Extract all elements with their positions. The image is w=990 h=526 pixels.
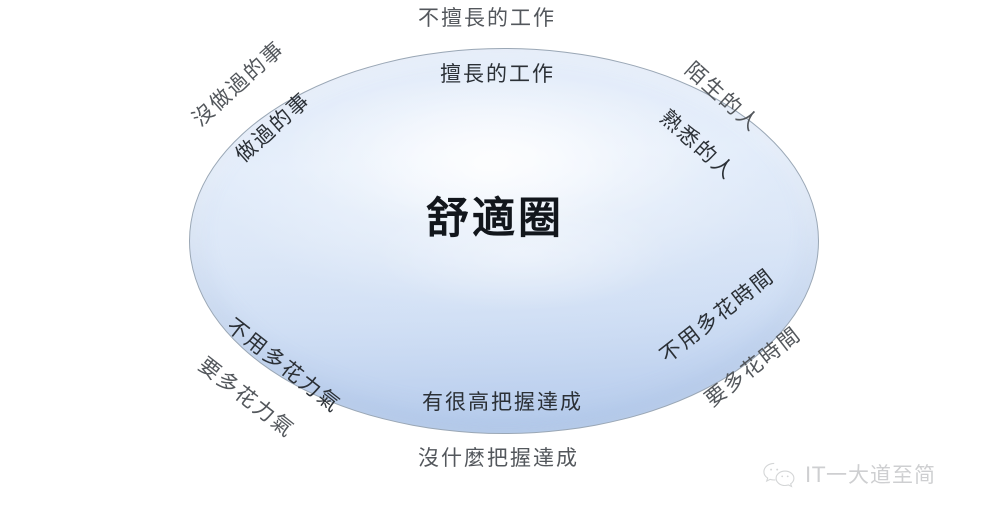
wechat-icon <box>762 462 796 488</box>
watermark-text: IT一大道至简 <box>805 462 937 487</box>
comfort-zone-center-label: 舒適圈 <box>426 194 564 244</box>
label-bottom-inside: 有很高把握達成 <box>422 390 583 414</box>
label-top-inside: 擅長的工作 <box>440 62 555 86</box>
label-top-outside: 不擅長的工作 <box>418 6 556 30</box>
label-bottom-outside: 沒什麼把握達成 <box>418 446 579 470</box>
watermark: IT一大道至简 <box>762 462 936 488</box>
